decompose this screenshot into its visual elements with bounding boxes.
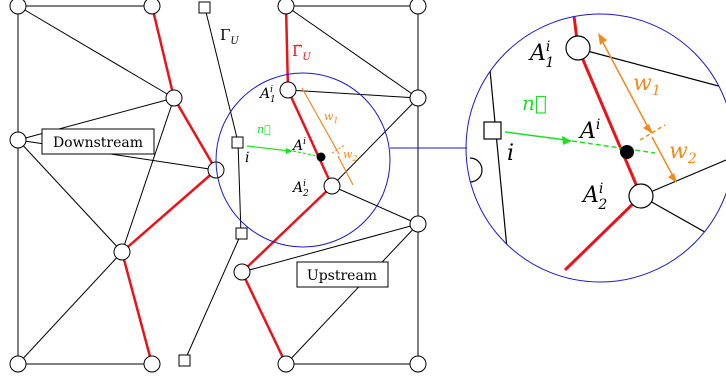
normal-arrowhead <box>286 148 293 154</box>
upstream-label: Upstream <box>307 268 377 284</box>
zoom-inset <box>469 14 726 281</box>
node <box>233 263 251 281</box>
node <box>409 355 427 373</box>
width-markers-small <box>301 87 354 186</box>
node <box>409 89 427 107</box>
point-Ai <box>316 152 326 162</box>
node <box>277 355 295 373</box>
boundary-marker <box>235 227 248 240</box>
zoom-circle <box>465 13 726 283</box>
boundary-marker <box>231 136 244 149</box>
left-red-path <box>120 5 218 365</box>
node <box>165 89 183 107</box>
right-red-path <box>240 5 334 365</box>
w1-label-zoom: w1 <box>633 71 661 99</box>
node <box>143 355 161 373</box>
gamma-u-label: ΓU <box>220 26 239 47</box>
node <box>9 131 27 149</box>
boundary-marker <box>198 1 211 14</box>
gamma-u-markers <box>178 1 248 367</box>
gamma-tilde-label: Γ̃U <box>292 42 311 63</box>
node <box>9 355 27 373</box>
upstream-box <box>296 261 389 288</box>
w2-label-zoom: w2 <box>669 139 697 167</box>
focus-circle <box>215 72 391 248</box>
node <box>409 0 427 15</box>
node <box>277 0 295 15</box>
node <box>9 0 27 15</box>
node <box>279 81 297 99</box>
w1-label-small: w1 <box>324 110 339 125</box>
node <box>143 0 161 15</box>
n-label-zoom: n⃗ <box>522 91 547 115</box>
w2-label-small: w2 <box>343 148 358 163</box>
i-label-zoom: i <box>507 141 514 166</box>
right-mesh-edges <box>241 5 419 365</box>
i-label-small: i <box>245 150 249 166</box>
left-mesh-edges <box>17 5 242 365</box>
downstream-box <box>41 128 155 155</box>
left-mesh-nodes <box>9 0 225 373</box>
ai-label-small: Ai <box>291 137 306 154</box>
n-label-small: n⃗ <box>257 123 271 136</box>
node <box>323 177 341 195</box>
node <box>113 243 131 261</box>
normal-vector <box>246 145 291 152</box>
ai-label-zoom: Ai <box>578 117 600 144</box>
node <box>409 215 427 233</box>
downstream-label: Downstream <box>53 135 143 151</box>
boundary-marker <box>178 354 191 367</box>
right-mesh-nodes <box>233 0 427 373</box>
